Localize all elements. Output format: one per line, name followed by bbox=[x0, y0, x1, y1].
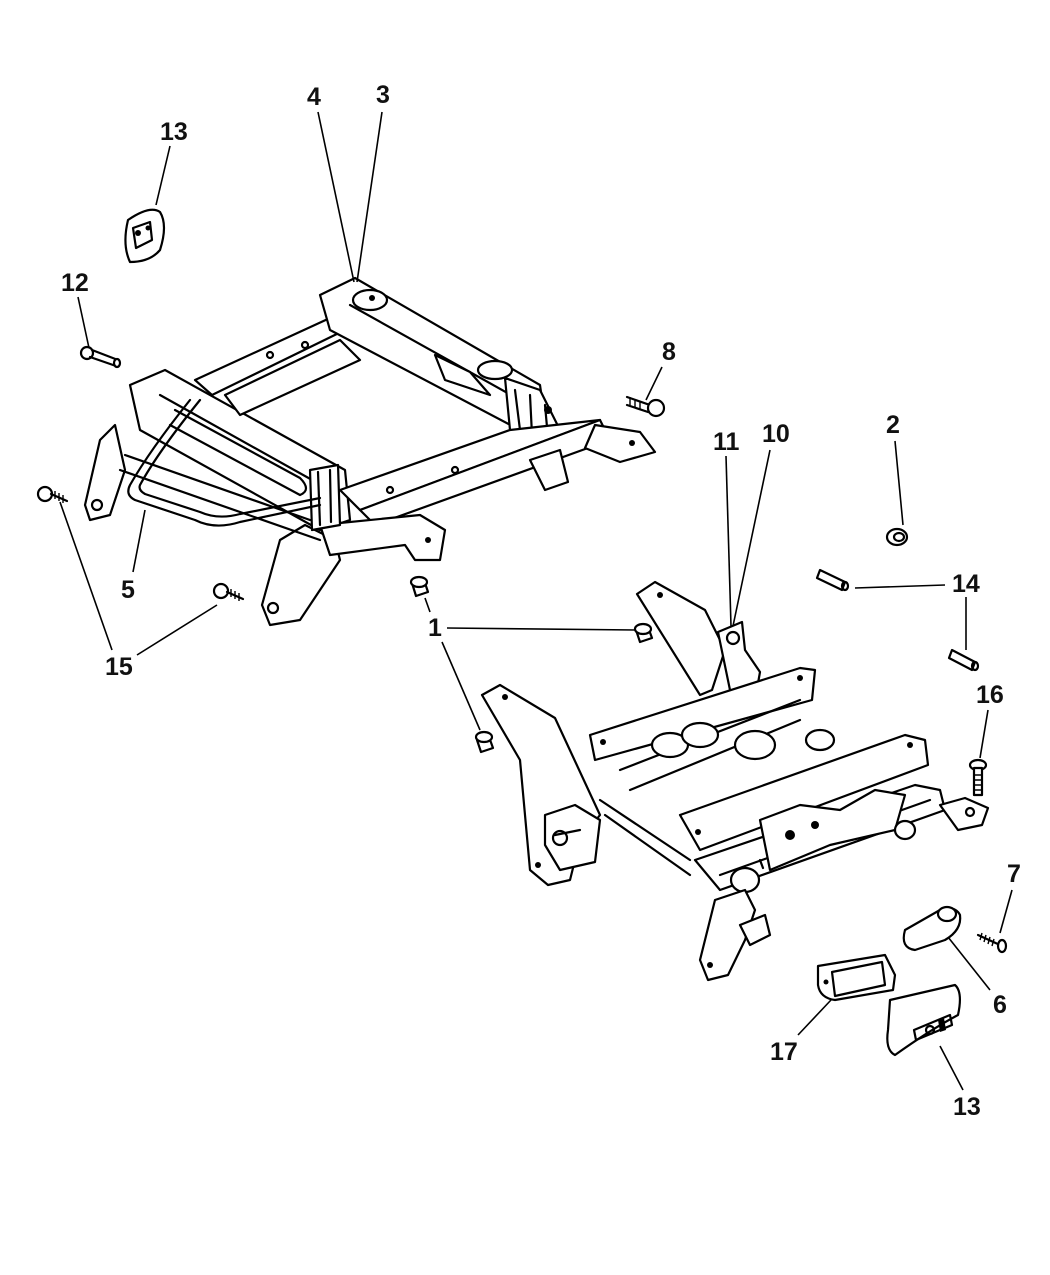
nut-1a bbox=[409, 575, 430, 598]
nut-2 bbox=[885, 527, 909, 547]
screw-15b bbox=[212, 582, 245, 601]
callout-13-upper: 13 bbox=[160, 118, 188, 146]
bolt-12 bbox=[79, 345, 122, 369]
callout-8: 8 bbox=[662, 338, 676, 366]
callout-10: 10 bbox=[762, 420, 790, 448]
callout-17: 17 bbox=[770, 1038, 798, 1066]
callout-5: 5 bbox=[121, 576, 135, 604]
callout-14: 14 bbox=[952, 570, 980, 598]
callout-labels: 13 4 3 12 8 11 10 2 14 5 15 1 16 7 6 17 … bbox=[61, 81, 1021, 1121]
callout-11: 11 bbox=[713, 428, 740, 456]
nut-1b bbox=[633, 622, 654, 644]
upper-seat-frame bbox=[83, 276, 657, 627]
callout-6: 6 bbox=[993, 991, 1007, 1019]
callout-13-lower: 13 bbox=[953, 1093, 981, 1121]
lower-power-seat-frame bbox=[480, 580, 990, 982]
switch-bezel-lower bbox=[886, 983, 962, 1057]
leader-lines bbox=[59, 111, 1013, 1091]
callout-3: 3 bbox=[376, 81, 390, 109]
recliner-handle-6 bbox=[902, 905, 962, 952]
callout-16: 16 bbox=[976, 681, 1004, 709]
callout-4: 4 bbox=[307, 83, 321, 111]
callout-2: 2 bbox=[886, 411, 900, 439]
switch-bezel-17 bbox=[816, 953, 897, 1002]
bolt-16 bbox=[968, 758, 988, 797]
callout-7: 7 bbox=[1007, 860, 1021, 888]
screw-7 bbox=[976, 932, 1008, 954]
callout-12: 12 bbox=[61, 269, 89, 297]
pin-14b bbox=[947, 648, 980, 672]
towel-bar-loop bbox=[127, 398, 322, 527]
bolt-8 bbox=[625, 395, 666, 418]
switch-bezel-upper bbox=[124, 208, 166, 264]
callout-1: 1 bbox=[428, 614, 442, 642]
nut-1c bbox=[474, 730, 495, 754]
callout-15: 15 bbox=[105, 653, 133, 681]
pin-14a bbox=[815, 568, 850, 592]
screw-15a bbox=[36, 485, 69, 503]
